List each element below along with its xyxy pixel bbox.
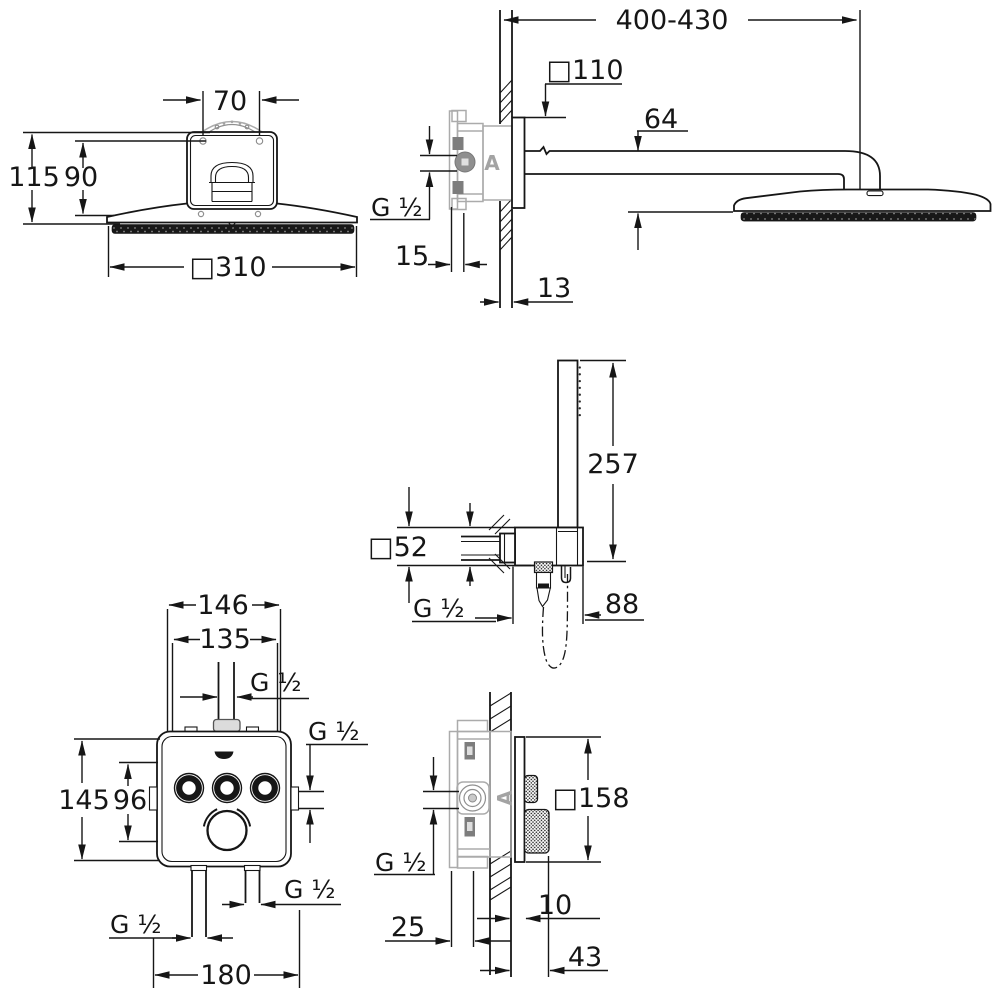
wall-section (499, 10, 513, 308)
dim-head-heights: 115 90 (8, 131, 210, 225)
dim-holder-plate-label: □52 (368, 532, 428, 563)
showerhead-front-view: 70 115 90 □310 (8, 86, 358, 283)
dim-thread-top: G ¹⁄₂ (180, 668, 309, 701)
dim-hole-spacing-label: 70 (213, 86, 247, 117)
top-supply-pipe (212, 662, 241, 733)
dim-head-width-label: □310 (189, 252, 266, 283)
wall-section-2 (489, 692, 512, 977)
dim-thread-bottom-left-label: G ¹⁄₂ (110, 910, 162, 939)
dim-handshower-length: 257 (580, 359, 639, 563)
handshower-holder (514, 526, 584, 567)
dim-valve-heights: 145 96 (58, 738, 160, 862)
dim-arm-length-label: 400-430 (616, 5, 729, 36)
dim-thread-right-label: G ¹⁄₂ (308, 717, 360, 746)
valve-knob-upper (523, 774, 539, 804)
dim-valve-height-label: 145 (58, 785, 110, 816)
dim-escutcheon: □110 (524, 55, 624, 119)
dim-valve-width-outer-label: 146 (197, 590, 249, 621)
marker-a-valve: A (493, 790, 517, 806)
dim-thread-handshower: G ¹⁄₂ (412, 566, 514, 624)
handshower-stick (557, 359, 579, 529)
spray-face-band (111, 224, 355, 234)
hose-centerline (541, 573, 569, 669)
concealed-body: A (448, 109, 513, 211)
dim-height-body-label: 90 (64, 162, 98, 193)
thermostat-front-view: 146 135 G ¹⁄₂ G ¹⁄₂ (58, 590, 368, 991)
dim-holder-plate: □52 (368, 487, 531, 603)
dim-valve-width-outer: 146 (166, 590, 282, 731)
dim-hole-spacing: 70 (163, 86, 299, 136)
dim-arm-length: 400-430 (503, 5, 861, 190)
dim-escutcheon-label: □110 (546, 55, 623, 86)
dim-head-width: □310 (107, 226, 358, 283)
handshower-spray-dots (578, 366, 581, 417)
rough-in-body: A (448, 719, 517, 869)
handshower-view: 257 □52 G ¹⁄₂ 88 (368, 359, 644, 669)
dim-body-depth: 15 (395, 207, 487, 272)
showerhead-plate (186, 131, 278, 210)
dim-valve-width-inner: 135 (171, 624, 279, 731)
shower-arm (524, 145, 881, 189)
dim-thread-head: G ¹⁄₂ (370, 126, 457, 222)
dim-plate-size: □158 (526, 736, 630, 863)
dim-thread-right: G ¹⁄₂ (299, 717, 368, 843)
showerhead-side (733, 188, 992, 222)
dim-wall-offset: 13 (480, 273, 573, 306)
thermostat-side-view: A □158 G ¹⁄₂ 25 (374, 692, 630, 977)
dim-knob-depth-label: 43 (568, 942, 602, 973)
dim-holder-distance: 88 (582, 566, 644, 624)
plate-slot (214, 751, 234, 759)
spray-face-band-side (740, 212, 977, 222)
dim-handshower-length-label: 257 (587, 449, 639, 480)
dim-thread-valve-side-label: G ¹⁄₂ (375, 848, 427, 877)
dim-valve-width-inner-label: 135 (199, 624, 251, 655)
valve-trim-plate (514, 736, 526, 863)
showerhead-side-view: A 400-430 □110 (370, 5, 992, 308)
dim-thread-bottom-right-label: G ¹⁄₂ (284, 875, 336, 904)
smartcontrol-buttons (173, 772, 281, 804)
dim-knob-depth: 43 (480, 856, 608, 977)
hose-outlet (533, 561, 572, 669)
dim-plate-size-label: □158 (552, 783, 629, 814)
thermostat-knob (202, 808, 252, 852)
dim-valve-height-inner-label: 96 (113, 785, 147, 816)
dim-thread-valve-side: G ¹⁄₂ (374, 757, 459, 877)
hose-hook (560, 565, 572, 584)
showerhead-dome (201, 120, 263, 133)
dim-holder-distance-label: 88 (605, 589, 639, 620)
wall-hatching (499, 79, 513, 251)
dim-thread-top-label: G ¹⁄₂ (250, 668, 302, 697)
dim-box-depth: 25 (385, 871, 511, 947)
mounting-hole-right (255, 137, 264, 145)
dim-thread-bottom-right: G ¹⁄₂ (222, 875, 341, 909)
dim-valve-width-bottom: 180 (152, 910, 301, 991)
dim-wall-offset-label: 13 (537, 273, 571, 304)
dim-head-drop-label: 64 (644, 104, 678, 135)
valve-knob-lower (523, 808, 550, 854)
dim-plate-offset: 10 (477, 890, 600, 923)
dim-thread-head-label: G ¹⁄₂ (371, 193, 423, 222)
arm-escutcheon (511, 116, 526, 209)
dim-plate-offset-label: 10 (538, 890, 572, 921)
dim-valve-width-bottom-label: 180 (200, 960, 252, 991)
wall-union (461, 514, 516, 574)
dim-head-drop: 64 (628, 104, 733, 250)
dim-body-depth-label: 15 (395, 241, 429, 272)
dim-thread-handshower-label: G ¹⁄₂ (413, 594, 465, 623)
showerhead-bell (209, 161, 255, 203)
dim-height-total-label: 115 (8, 162, 60, 193)
dim-thread-bottom-left: G ¹⁄₂ (109, 910, 233, 942)
marker-a-head: A (484, 151, 500, 175)
bottom-supply-pipes (190, 864, 261, 937)
dim-box-depth-label: 25 (391, 912, 425, 943)
